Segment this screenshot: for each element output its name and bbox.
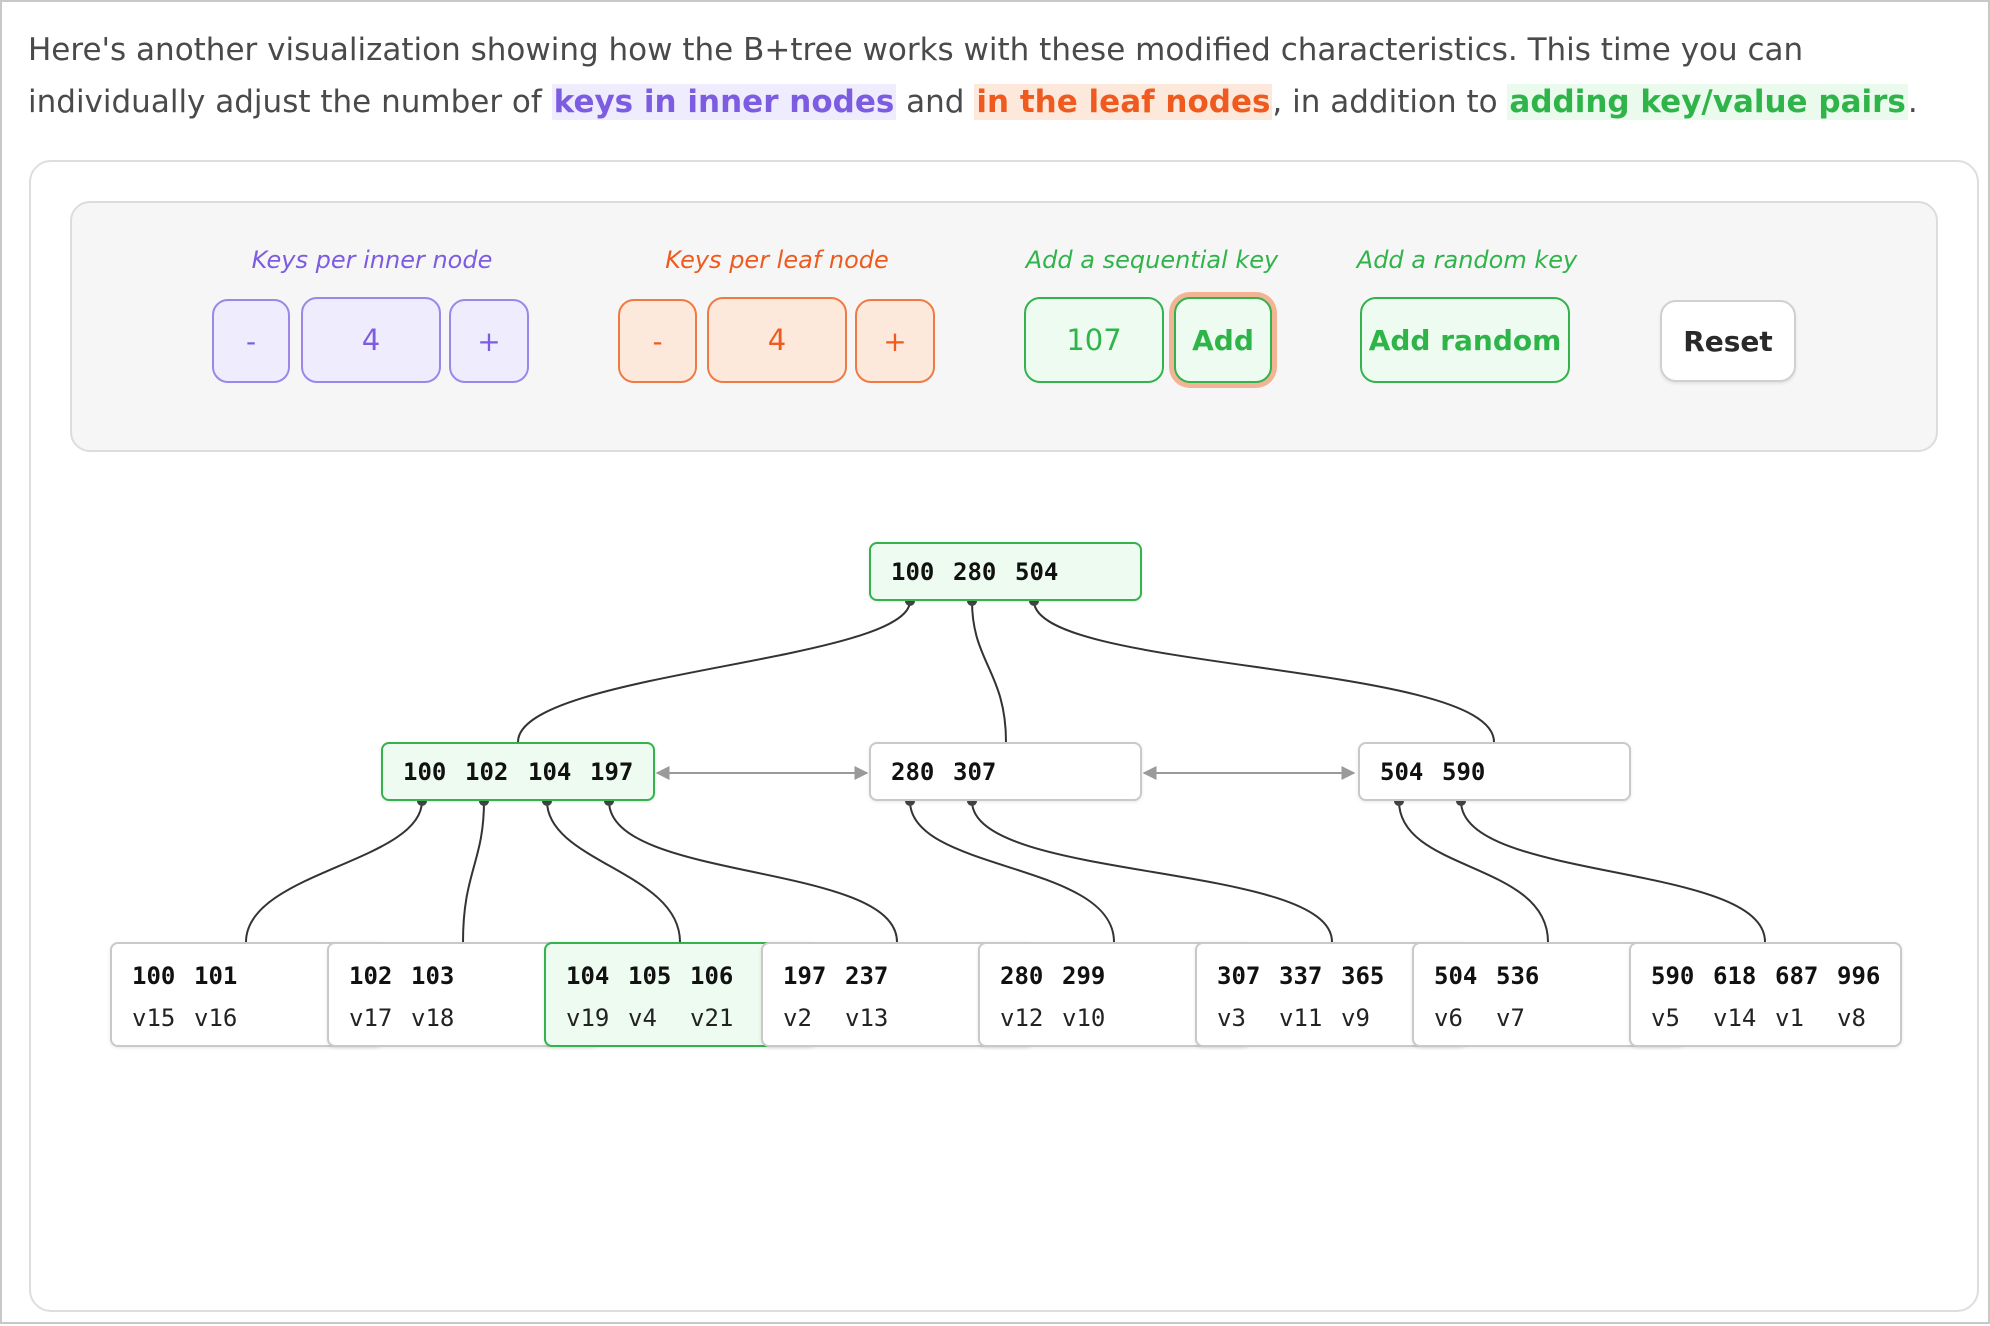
edge-root-inner1: [971, 600, 1007, 743]
leaf-key: 101: [194, 962, 238, 990]
inner-keys-increment-button[interactable]: +: [449, 299, 529, 383]
leaf-key: 337: [1279, 962, 1323, 990]
leaf-key: 536: [1496, 962, 1540, 990]
inner-key: 280: [891, 758, 935, 786]
random-key-label: Add a random key: [1356, 246, 1578, 274]
highlight-leaf-keys: in the leaf nodes: [974, 84, 1273, 120]
leaf-key: 103: [411, 962, 455, 990]
leaf-value: v9: [1341, 1004, 1370, 1032]
edge-inner0-leaf1: [462, 800, 485, 943]
intro-text-d: .: [1907, 84, 1918, 120]
leaf-value: v7: [1496, 1004, 1525, 1032]
leaf-value: v1: [1775, 1004, 1804, 1032]
leaf-value: v15: [132, 1004, 176, 1032]
leaf-key: 280: [1000, 962, 1044, 990]
leaf-key: 687: [1775, 962, 1819, 990]
leaf-node: 590 618 687 996 v5 v14 v1 v8: [1629, 942, 1902, 1047]
leaf-key: 104: [566, 962, 610, 990]
inner-key: 100: [403, 758, 447, 786]
edge-root-inner2: [1033, 600, 1495, 743]
leaf-key: 237: [845, 962, 889, 990]
inner-keys-decrement-button[interactable]: -: [212, 299, 290, 383]
leaf-value: v14: [1713, 1004, 1757, 1032]
leaf-key: 102: [349, 962, 393, 990]
leaf-key: 618: [1713, 962, 1757, 990]
leaf-value: v11: [1279, 1004, 1323, 1032]
leaf-key: 100: [132, 962, 176, 990]
leaf-value: v5: [1651, 1004, 1680, 1032]
leaf-value: v8: [1837, 1004, 1866, 1032]
root-key: 504: [1015, 558, 1059, 586]
leaf-key: 307: [1217, 962, 1261, 990]
highlight-add-pairs: adding key/value pairs: [1507, 84, 1908, 120]
edge-inner1-leaf4: [909, 800, 1115, 943]
highlight-inner-keys: keys in inner nodes: [551, 84, 897, 120]
sequential-key-input[interactable]: 107: [1024, 297, 1164, 383]
leaf-value: v19: [566, 1004, 610, 1032]
edge-inner1-leaf5: [971, 800, 1333, 943]
edge-root-inner0: [517, 600, 911, 743]
leaf-value: v21: [690, 1004, 734, 1032]
inner-key: 197: [590, 758, 634, 786]
add-random-button[interactable]: Add random: [1360, 297, 1570, 383]
leaf-keys-value[interactable]: 4: [707, 297, 847, 383]
leaf-keys-increment-button[interactable]: +: [855, 299, 935, 383]
leaf-value: v6: [1434, 1004, 1463, 1032]
leaf-key: 299: [1062, 962, 1106, 990]
leaf-key: 365: [1341, 962, 1385, 990]
intro-text-a: Here's another visualization showing how…: [28, 32, 1804, 120]
leaf-value: v3: [1217, 1004, 1246, 1032]
inner-node: 100 102 104 197: [381, 742, 655, 801]
leaf-keys-label: Keys per leaf node: [665, 246, 889, 274]
leaf-value: v4: [628, 1004, 657, 1032]
inner-key: 590: [1442, 758, 1486, 786]
leaf-node: 100 101 v15 v16: [110, 942, 383, 1047]
leaf-key: 106: [690, 962, 734, 990]
leaf-value: v10: [1062, 1004, 1106, 1032]
root-key: 100: [891, 558, 935, 586]
leaf-value: v16: [194, 1004, 238, 1032]
leaf-key: 105: [628, 962, 672, 990]
inner-node: 280 307: [869, 742, 1142, 801]
intro-text-b: and: [896, 84, 975, 120]
edge-inner2-leaf6: [1398, 800, 1549, 943]
leaf-key: 197: [783, 962, 827, 990]
controls-panel: [70, 201, 1938, 452]
inner-node: 504 590: [1358, 742, 1631, 801]
root-key: 280: [953, 558, 997, 586]
leaf-value: v17: [349, 1004, 393, 1032]
inner-keys-value[interactable]: 4: [301, 297, 441, 383]
root-node: 100 280 504: [869, 542, 1142, 601]
add-sequential-button[interactable]: Add: [1174, 297, 1272, 383]
leaf-value: v12: [1000, 1004, 1044, 1032]
intro-text-c: , in addition to: [1272, 84, 1508, 120]
inner-key: 307: [953, 758, 997, 786]
edge-inner0-leaf3: [608, 800, 898, 943]
inner-key: 504: [1380, 758, 1424, 786]
sequential-key-label: Add a sequential key: [1025, 246, 1279, 274]
leaf-value: v13: [845, 1004, 889, 1032]
intro-paragraph: Here's another visualization showing how…: [28, 24, 1978, 128]
inner-key: 104: [528, 758, 572, 786]
leaf-keys-decrement-button[interactable]: -: [618, 299, 697, 383]
leaf-key: 590: [1651, 962, 1695, 990]
edge-inner0-leaf0: [245, 800, 423, 943]
edge-inner2-leaf7: [1460, 800, 1766, 943]
leaf-value: v2: [783, 1004, 812, 1032]
inner-key: 102: [465, 758, 509, 786]
reset-button[interactable]: Reset: [1660, 300, 1796, 382]
leaf-key: 996: [1837, 962, 1881, 990]
leaf-value: v18: [411, 1004, 455, 1032]
inner-keys-label: Keys per inner node: [251, 246, 493, 274]
leaf-key: 504: [1434, 962, 1478, 990]
edge-inner0-leaf2: [546, 800, 681, 943]
